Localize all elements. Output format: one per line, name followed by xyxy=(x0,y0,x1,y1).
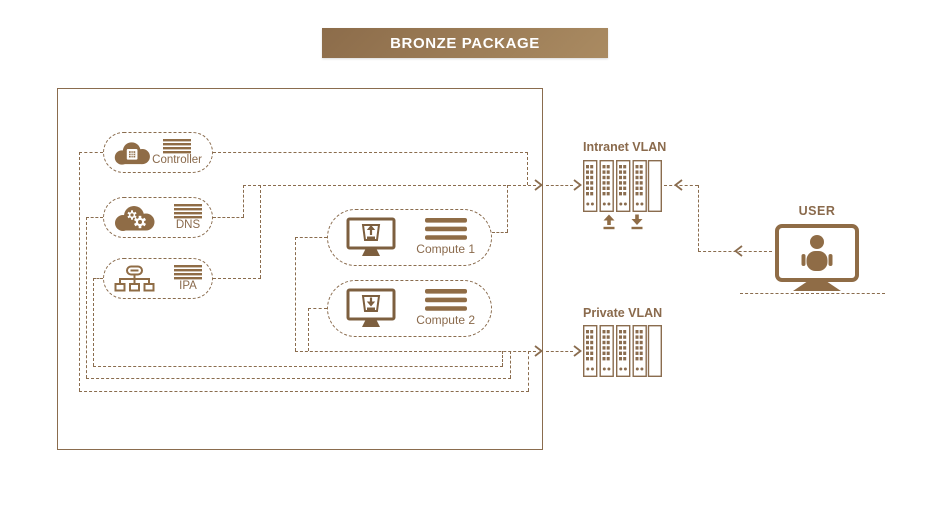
node-compute1: Compute 1 xyxy=(327,209,492,266)
cloud-chip-icon xyxy=(114,141,150,165)
connector-dns-right xyxy=(213,217,244,218)
title-banner: BRONZE PACKAGE xyxy=(322,28,608,58)
controller-label: Controller xyxy=(152,153,202,166)
connector-intranet-main xyxy=(243,185,536,186)
connector-controller-right xyxy=(213,152,528,153)
user-monitor-stand xyxy=(793,282,841,291)
compute1-label: Compute 1 xyxy=(416,242,475,257)
connector-dns-left-drop xyxy=(86,217,87,378)
stacked-lines-thick-icon xyxy=(424,218,467,241)
person-icon xyxy=(801,235,833,271)
node-dns: DNS xyxy=(103,197,213,238)
connector-compute1-right xyxy=(492,232,508,233)
connector-bottom-bus-3-riser xyxy=(528,351,529,391)
stacked-lines-icon xyxy=(174,264,202,280)
ipa-label: IPA xyxy=(179,279,197,292)
cloud-gears-icon xyxy=(115,205,155,231)
upload-arrow-icon xyxy=(603,214,615,230)
arrow-left-from-user-icon xyxy=(734,245,743,257)
compute2-label: Compute 2 xyxy=(416,313,475,328)
connector-controller-left xyxy=(79,152,103,153)
intranet-server-rack-icon xyxy=(583,160,662,212)
private-server-rack-icon xyxy=(583,325,662,377)
private-vlan-label: Private VLAN xyxy=(583,306,663,320)
connector-controller-down xyxy=(527,152,528,185)
download-arrow-icon xyxy=(631,214,643,230)
network-tree-icon xyxy=(114,265,155,291)
user-label: USER xyxy=(798,204,836,218)
user-monitor xyxy=(775,224,859,282)
connector-bottom-bus-3 xyxy=(79,391,529,392)
connector-ipa-left xyxy=(93,278,103,279)
connector-dns-riser xyxy=(243,185,244,217)
arrow-right-intranet-inner-icon xyxy=(534,179,543,191)
connector-compute1-drop xyxy=(295,237,296,351)
connector-user-vertical xyxy=(698,185,699,251)
connector-private-outside xyxy=(546,351,573,352)
arrow-left-to-intranet-icon xyxy=(674,179,683,191)
monitor-download-icon xyxy=(346,288,396,327)
stacked-lines-icon xyxy=(174,203,202,219)
intranet-vlan-label: Intranet VLAN xyxy=(583,140,667,154)
node-controller: Controller xyxy=(103,132,213,173)
arrow-right-private-outer-icon xyxy=(573,345,582,357)
connector-bottom-bus-1 xyxy=(93,366,503,367)
node-ipa: IPA xyxy=(103,258,213,299)
connector-compute1-riser xyxy=(507,185,508,232)
stacked-lines-thick-icon xyxy=(424,289,467,312)
connector-compute1-left xyxy=(295,237,327,238)
connector-compute2-drop xyxy=(308,308,309,351)
monitor-upload-icon xyxy=(346,217,396,256)
connector-user-ground xyxy=(740,293,885,294)
arrow-right-private-inner-icon xyxy=(534,345,543,357)
connector-bottom-bus-1-riser xyxy=(502,351,503,366)
connector-controller-left-drop xyxy=(79,152,80,391)
diagram-title: BRONZE PACKAGE xyxy=(390,34,540,52)
connector-compute2-left xyxy=(308,308,327,309)
node-compute2: Compute 2 xyxy=(327,280,492,337)
arrow-right-intranet-outer-icon xyxy=(573,179,582,191)
connector-ipa-left-drop xyxy=(93,278,94,366)
connector-private-main xyxy=(295,351,536,352)
connector-dns-left xyxy=(86,217,103,218)
connector-intranet-to-user-top xyxy=(664,185,698,186)
connector-intranet-outside xyxy=(546,185,573,186)
stacked-lines-icon xyxy=(163,138,192,154)
connector-ipa-riser xyxy=(260,185,261,278)
connector-ipa-right xyxy=(213,278,261,279)
package-boundary-box xyxy=(57,88,543,450)
dns-label: DNS xyxy=(175,218,201,231)
connector-bottom-bus-2-riser xyxy=(510,351,511,378)
connector-bottom-bus-2 xyxy=(86,378,511,379)
